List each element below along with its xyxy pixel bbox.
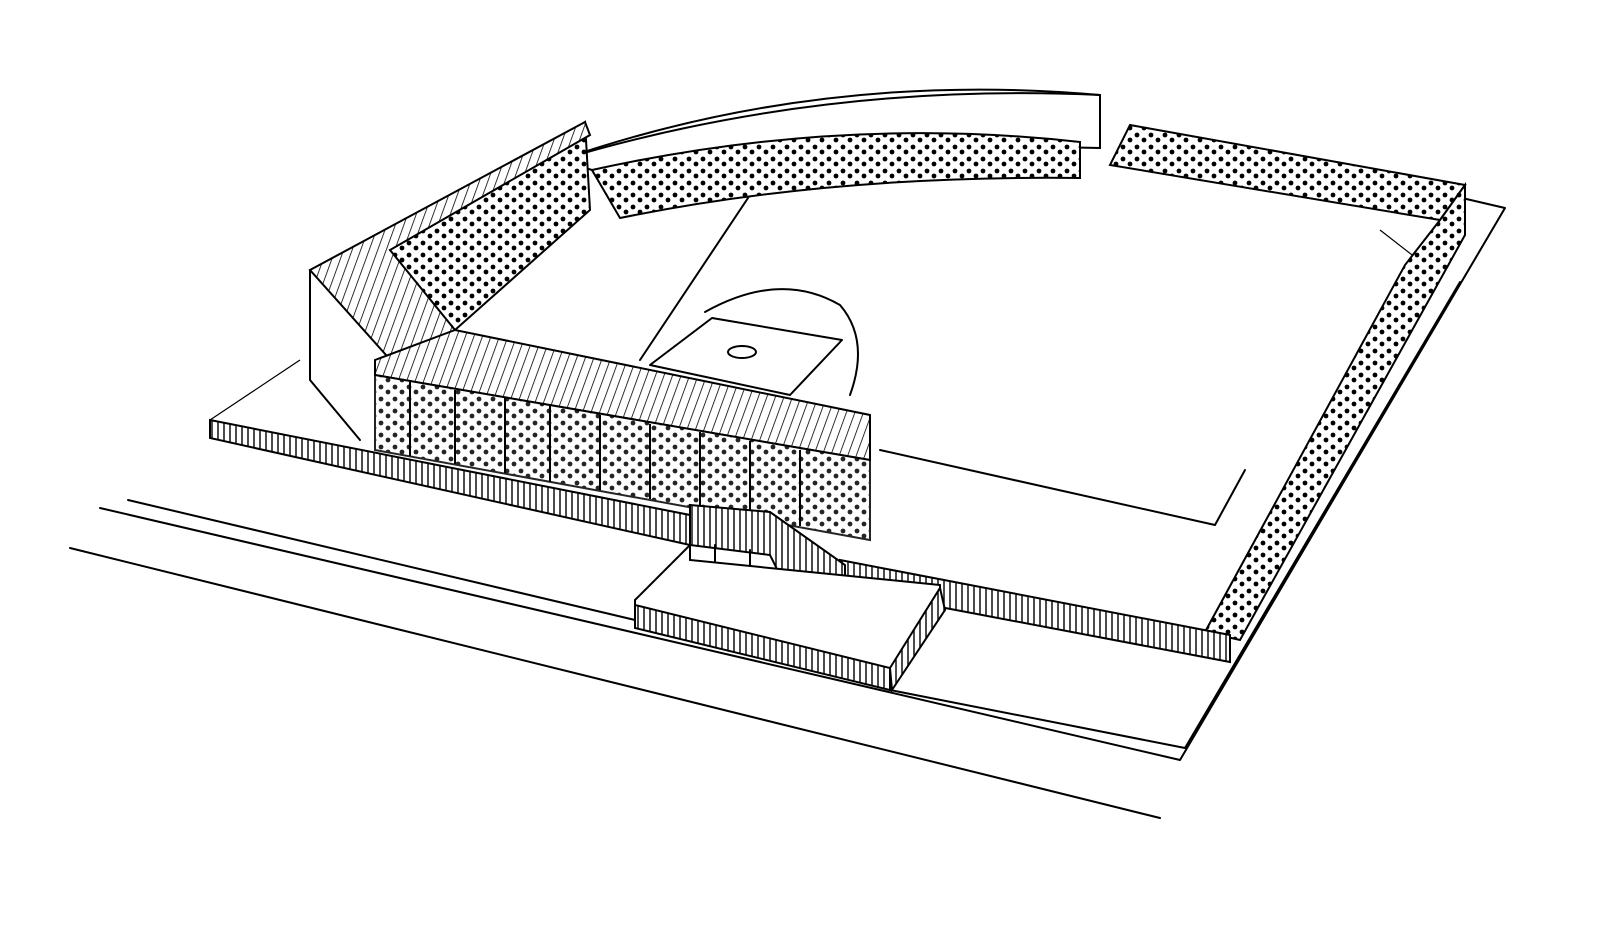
playing-field (639, 179, 1426, 526)
grandstand-columns (409, 382, 801, 526)
ground-outline (69, 197, 1506, 819)
forecourt (634, 542, 947, 693)
outfield-bleachers (1108, 123, 1467, 642)
curved-grandstand (556, 88, 1101, 220)
main-grandstand (374, 328, 871, 542)
